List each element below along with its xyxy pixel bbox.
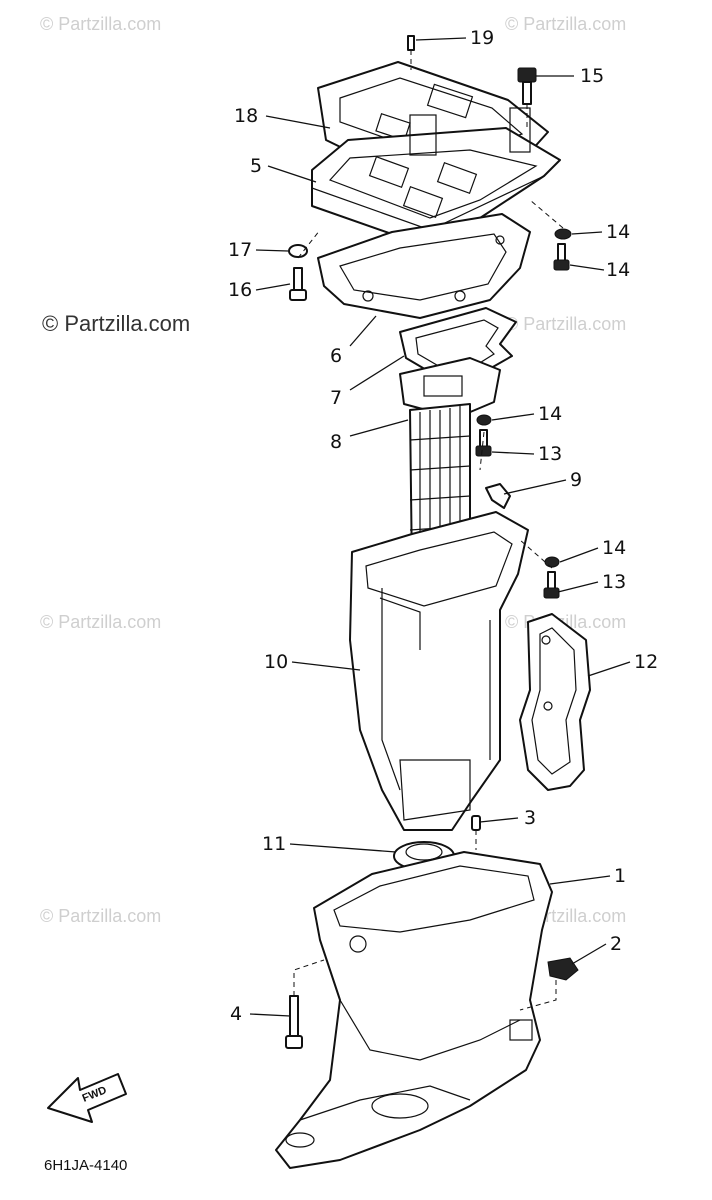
callout-12: 12 xyxy=(634,651,658,673)
part-19-washer xyxy=(288,244,308,258)
diagram-code: 6H1JA-4140 xyxy=(44,1157,127,1174)
callout-6: 6 xyxy=(330,345,342,367)
callout-21: 19 xyxy=(470,27,494,49)
callout-18: 16 xyxy=(228,279,252,301)
part-15-bolt xyxy=(553,243,570,271)
alignment-lines xyxy=(293,50,564,1011)
callout-13: 13 xyxy=(602,571,626,593)
watermark: © Partzilla.com xyxy=(505,14,626,34)
part-6-gasket xyxy=(317,213,531,319)
part-1-lower-casing xyxy=(275,851,553,1169)
part-10-upper-casing xyxy=(349,511,529,831)
part-16-washer xyxy=(554,228,572,240)
part-12-seal xyxy=(519,613,591,791)
part-4-bolt xyxy=(285,995,303,1049)
callout-10: 10 xyxy=(264,651,288,673)
part-14-nut xyxy=(476,414,492,426)
callout-17: 15 xyxy=(580,65,604,87)
callout-9: 9 xyxy=(570,469,582,491)
part-9-bracket xyxy=(485,483,511,509)
part-7-gasket xyxy=(399,307,517,379)
callout-16: 14 xyxy=(606,221,630,243)
callout-2: 2 xyxy=(610,933,622,955)
callout-14: 14 xyxy=(538,403,562,425)
watermark-main: © Partzilla.com xyxy=(42,311,190,336)
callout-13: 13 xyxy=(538,443,562,465)
callouts: 19 15 18 5 14 14 17 16 6 7 8 14 13 9 14 … xyxy=(228,27,658,1025)
callout-8: 8 xyxy=(330,431,342,453)
callout-4: 4 xyxy=(230,1003,242,1025)
part-3-dowel xyxy=(471,815,481,831)
callout-15: 14 xyxy=(606,259,630,281)
callout-1: 1 xyxy=(614,865,626,887)
callout-19: 17 xyxy=(228,239,252,261)
fwd-arrow: FWD xyxy=(47,1073,127,1123)
part-13-bolt xyxy=(475,429,492,457)
part-2-cap xyxy=(547,957,579,981)
callout-20: 18 xyxy=(234,105,258,127)
watermark: © Partzilla.com xyxy=(40,906,161,926)
hardware xyxy=(285,35,579,1049)
callout-7: 7 xyxy=(330,387,342,409)
watermark: © Partzilla.com xyxy=(40,14,161,34)
watermark: © Partzilla.com xyxy=(40,612,161,632)
watermark: © Partzilla.com xyxy=(505,314,626,334)
part-18-bolt xyxy=(289,267,307,301)
callout-3: 3 xyxy=(524,807,536,829)
callout-11: 11 xyxy=(262,833,286,855)
callout-5: 5 xyxy=(250,155,262,177)
part-13-bolt xyxy=(543,571,560,599)
part-14-nut xyxy=(544,556,560,568)
part-21-dowel xyxy=(407,35,415,51)
part-5-upper-plate xyxy=(311,107,561,247)
leader-lines xyxy=(249,37,631,1017)
part-17-bolt xyxy=(517,67,537,105)
callout-14: 14 xyxy=(602,537,626,559)
